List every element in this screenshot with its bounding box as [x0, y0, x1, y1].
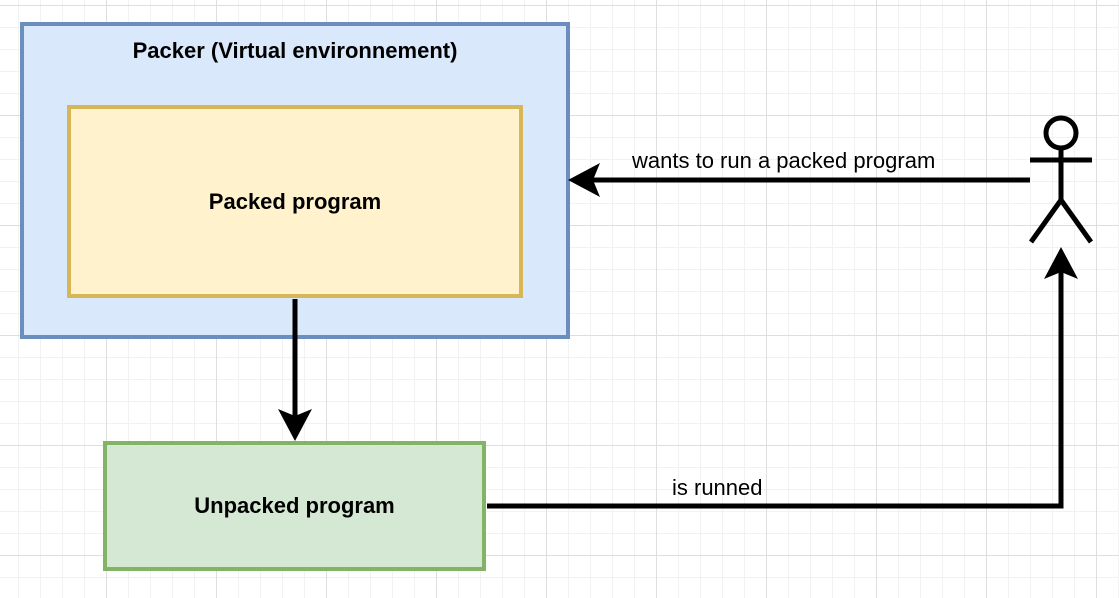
packed-program-label: Packed program	[208, 188, 382, 214]
edge-packed-to-unpacked[interactable]	[278, 299, 312, 441]
edge-label-wants-to-run: wants to run a packed program	[632, 148, 936, 173]
edge-unpacked-to-actor[interactable]	[487, 247, 1078, 509]
unpacked-program-label: Unpacked program	[194, 493, 395, 518]
unpacked-program-node[interactable]: Unpacked program	[103, 441, 486, 571]
packed-program-node[interactable]: Packed program	[67, 105, 523, 298]
arrowhead-down-icon	[278, 409, 312, 441]
edge-actor-to-packer[interactable]	[568, 163, 1030, 197]
packer-label: Packer (Virtual environnement)	[132, 38, 458, 63]
stick-figure-actor-icon[interactable]	[1028, 115, 1094, 244]
arrowhead-up-icon	[1044, 247, 1078, 279]
edge-label-is-runned: is runned	[672, 475, 763, 500]
arrowhead-left-icon	[568, 163, 600, 197]
